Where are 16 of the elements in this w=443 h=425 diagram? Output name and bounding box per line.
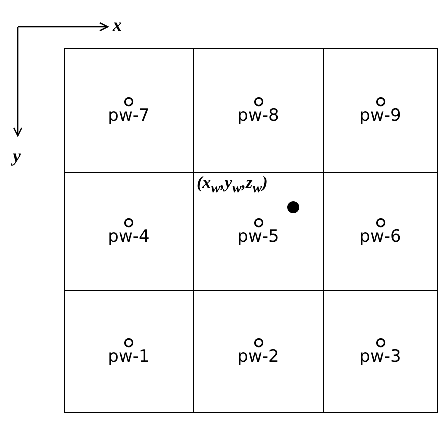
point-label: (x$_{w}$,y$_{w}$,z$_{w}$) — [197, 174, 268, 196]
axis-label: y — [13, 147, 21, 165]
grid-cell — [323, 290, 438, 413]
grid-cell — [323, 48, 438, 173]
well-label: pw-5 — [238, 228, 280, 246]
well-label: pw-9 — [360, 108, 402, 124]
well-label: pw-6 — [360, 228, 402, 246]
grid-cell — [64, 290, 194, 413]
axis-label: x — [113, 16, 122, 34]
well-label: pw-2 — [238, 348, 280, 366]
well-label: pw-3 — [360, 348, 402, 366]
grid-cell — [64, 48, 194, 173]
well-label: pw-7 — [108, 108, 150, 124]
well-label: pw-8 — [238, 108, 280, 124]
well-label: pw-1 — [108, 348, 150, 366]
well-label: pw-4 — [108, 228, 150, 246]
